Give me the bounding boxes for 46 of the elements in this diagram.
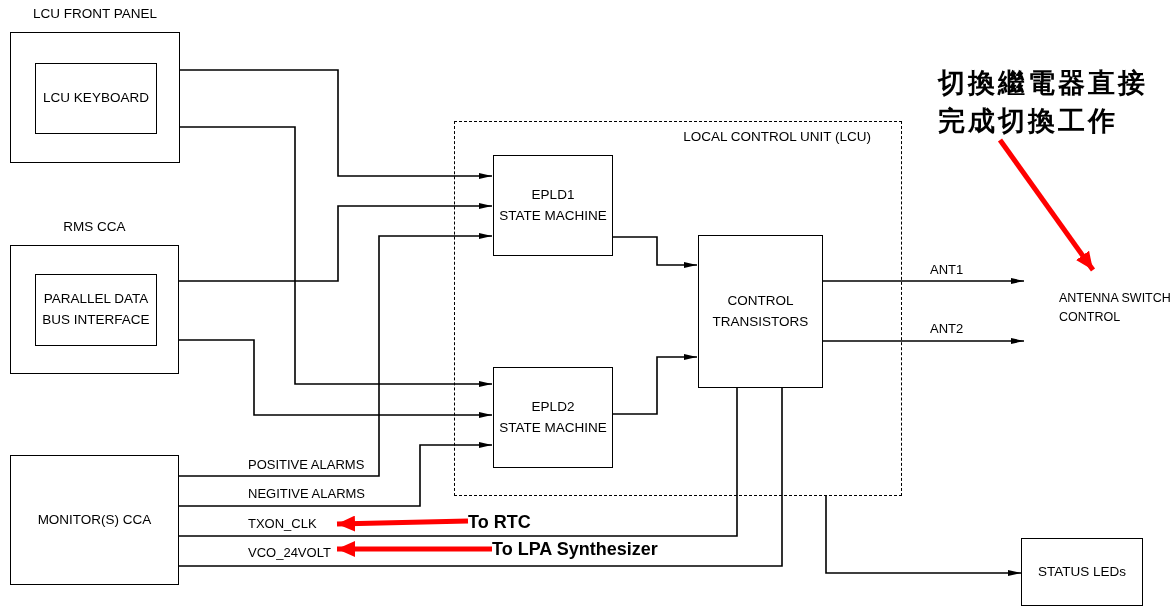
pointer-arrow xyxy=(337,541,492,557)
box-label: STATE MACHINE xyxy=(499,206,607,225)
box-label: PARALLEL DATA BUS INTERFACE xyxy=(41,290,151,329)
signal-line xyxy=(178,386,738,537)
output-label: ANTENNA SWITCH CONTROL xyxy=(1024,270,1172,350)
annotation-text: 切換繼電器直接完成切換工作 xyxy=(938,64,1160,140)
arrow xyxy=(825,495,1022,576)
edge-label: NEGITIVE ALARMS xyxy=(246,486,368,501)
box-label: CONTROL TRANSISTORS xyxy=(711,291,810,331)
block-box xyxy=(698,235,823,388)
edge-label: ANT2 xyxy=(928,321,966,336)
block-box xyxy=(35,63,157,134)
pointer-arrow xyxy=(997,138,1096,272)
edge-label: TXON_CLK xyxy=(246,516,319,531)
box-label: EPLD1 xyxy=(531,185,575,204)
edge-label: POSITIVE ALARMS xyxy=(246,457,367,472)
block-box xyxy=(493,155,613,256)
annotation-text: To LPA Synthesizer xyxy=(492,537,692,561)
arrow xyxy=(179,69,493,179)
edge-label: VCO_24VOLT xyxy=(246,545,333,560)
box-label: MONITOR(S) CCA xyxy=(37,510,152,529)
signal-line xyxy=(178,386,783,567)
box-heading: RMS CCA xyxy=(62,219,127,234)
arrow xyxy=(178,442,493,507)
dashed-group-box xyxy=(454,121,902,496)
block-box xyxy=(10,455,179,585)
box-label: STATE MACHINE xyxy=(499,418,607,437)
box-heading: LCU FRONT PANEL xyxy=(32,6,158,21)
arrow xyxy=(821,278,1025,284)
arrow xyxy=(178,339,493,418)
annotation-text: To RTC xyxy=(468,510,548,534)
edge-label: ANT1 xyxy=(928,262,966,277)
box-label: LCU KEYBOARD xyxy=(43,89,149,108)
group-label: LOCAL CONTROL UNIT (LCU) xyxy=(683,128,871,146)
block-box xyxy=(35,274,157,346)
block-box xyxy=(493,367,613,468)
arrow xyxy=(178,203,493,282)
arrow xyxy=(611,236,698,268)
block-box xyxy=(1021,538,1143,606)
arrow xyxy=(821,338,1025,344)
box-label: EPLD2 xyxy=(531,397,575,416)
arrow xyxy=(178,233,493,477)
arrow xyxy=(179,126,493,387)
arrow xyxy=(611,354,698,415)
pointer-arrow xyxy=(336,515,469,532)
box-label: STATUS LEDs xyxy=(1038,562,1126,581)
